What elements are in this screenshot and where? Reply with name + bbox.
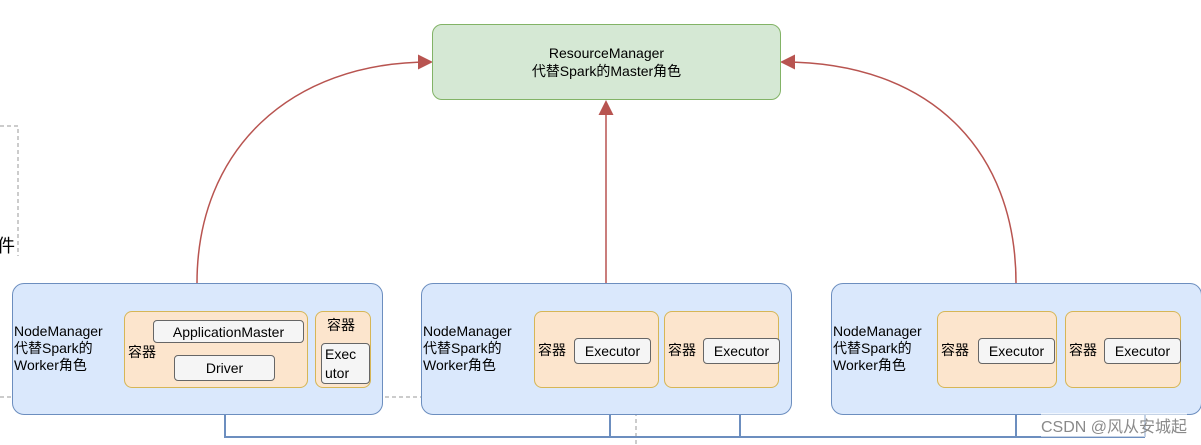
node-manager-3: NodeManager 代替Spark的 Worker角色 容器 Executo…: [831, 283, 1201, 415]
application-master-box: ApplicationMaster: [153, 320, 304, 343]
resource-manager-subtitle: 代替Spark的Master角色: [531, 63, 682, 79]
stray-text: 件: [0, 236, 15, 256]
container-executor-b: 容器 Executor: [664, 311, 780, 388]
node-manager-2: NodeManager 代替Spark的 Worker角色 容器 Executo…: [421, 283, 792, 415]
node-manager-label: NodeManager 代替Spark的 Worker角色: [423, 323, 512, 373]
container-label: 容器: [941, 342, 969, 358]
executor-box: Executor: [1104, 338, 1181, 364]
node-manager-label: NodeManager 代替Spark的 Worker角色: [833, 323, 922, 373]
container-label: 容器: [668, 342, 696, 358]
driver-box: Driver: [174, 355, 275, 381]
container-label: 容器: [538, 342, 566, 358]
executor-box: Exec utor: [321, 343, 370, 384]
container-executor-a: 容器 Executor: [534, 311, 659, 388]
watermark: CSDN @风从安城起: [1040, 413, 1187, 437]
dashed-frame: [0, 125, 19, 256]
container-app-master: 容器 ApplicationMaster Driver: [124, 311, 308, 388]
container-executor-a: 容器 Executor: [937, 311, 1057, 388]
arrow-nm3-to-rm: [780, 54, 1017, 284]
arrow-nm1-to-rm: [196, 54, 433, 284]
container-label: 容器: [128, 344, 156, 360]
container-executor: 容器 Exec utor: [315, 311, 371, 388]
resource-manager-node: ResourceManager 代替Spark的Master角色: [432, 24, 781, 100]
executor-box: Executor: [703, 338, 780, 364]
executor-box: Executor: [574, 338, 651, 364]
resource-manager-title: ResourceManager: [548, 45, 665, 61]
container-executor-b: 容器 Executor: [1065, 311, 1181, 388]
container-label: 容器: [327, 317, 355, 333]
node-manager-1: NodeManager 代替Spark的 Worker角色 容器 Applica…: [12, 283, 383, 415]
container-label: 容器: [1069, 342, 1097, 358]
executor-box: Executor: [978, 338, 1055, 364]
node-manager-label: NodeManager 代替Spark的 Worker角色: [14, 323, 103, 373]
